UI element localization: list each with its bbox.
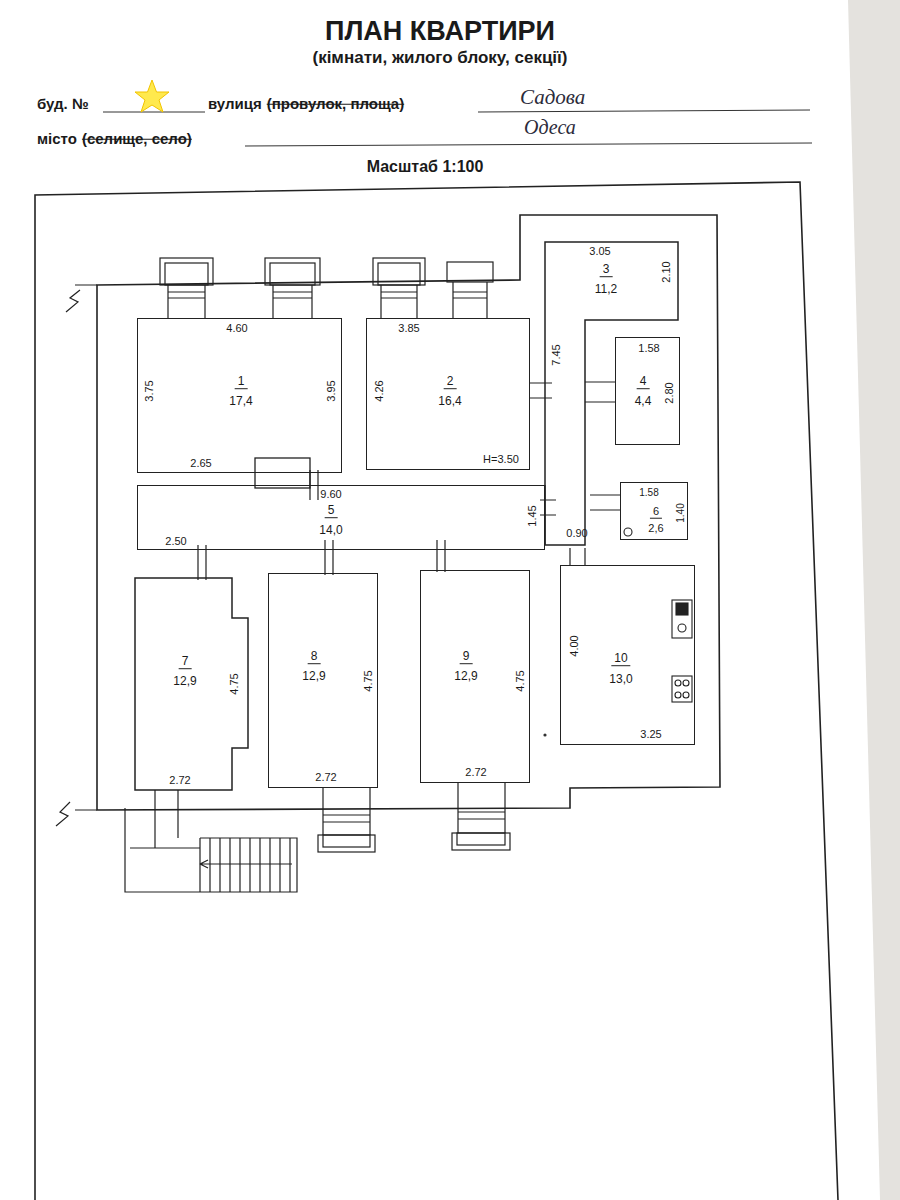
field-label: вулиця xyxy=(208,96,262,113)
windows-bottom xyxy=(318,783,510,852)
room-number: 4 xyxy=(637,375,650,389)
sheet-frame xyxy=(35,182,838,1200)
dimension: 3.25 xyxy=(640,729,661,741)
kitchen-fixtures xyxy=(672,600,692,702)
dimension: 2.72 xyxy=(465,767,486,779)
dimension: 1.58 xyxy=(639,488,658,499)
room-number: 2 xyxy=(444,375,457,389)
scale-note: Масштаб 1:100 xyxy=(367,158,484,176)
dimension: 1.40 xyxy=(676,503,687,522)
field-option: (селище, село) xyxy=(82,131,192,148)
room-box: 3 11,2 3.05 2.10 7.45 xyxy=(545,242,678,545)
room-number: 10 xyxy=(611,652,630,666)
dimension: 2.72 xyxy=(169,775,190,787)
paper-edge xyxy=(848,0,900,1200)
handwritten-entry: Садова xyxy=(520,86,585,109)
room-number: 6 xyxy=(650,506,662,519)
room-box: 5 14,0 9.60 2.50 1.45 xyxy=(137,485,545,550)
room-area: 12,9 xyxy=(173,675,196,688)
room-area: 11,2 xyxy=(595,283,617,296)
fill-line xyxy=(245,143,812,146)
dimension: 3.95 xyxy=(326,380,338,401)
dimension: 4.60 xyxy=(226,323,247,335)
plan-title: ПЛАН КВАРТИРИ xyxy=(325,17,555,47)
dot xyxy=(543,733,546,736)
dimension: 4.00 xyxy=(569,635,581,656)
room-number: 1 xyxy=(235,375,248,389)
dimension: 2.72 xyxy=(315,772,336,784)
room-area: 2,6 xyxy=(648,523,663,535)
dimension: 3.85 xyxy=(398,323,419,335)
room-outline-shape xyxy=(545,242,678,545)
chimney xyxy=(255,458,310,488)
dimension: 2.10 xyxy=(661,261,673,282)
dimension: 1.58 xyxy=(638,343,659,355)
room-area: 14,0 xyxy=(319,524,342,537)
room-box: 4 4,4 1.58 2.80 xyxy=(615,337,680,445)
redaction-star xyxy=(135,80,169,112)
windows-top xyxy=(160,258,493,318)
room-area: 17,4 xyxy=(229,395,252,408)
room-box: 10 13,0 4.00 3.25 xyxy=(560,565,695,745)
dimension: 3.05 xyxy=(589,246,610,258)
field-option: (провулок, площа) xyxy=(267,96,404,113)
field-label: буд. № xyxy=(37,96,89,113)
room-area: 4,4 xyxy=(635,395,652,408)
break-mark xyxy=(56,802,97,826)
room-box: 2 16,4 3.85 4.26Н=3.50 xyxy=(366,318,530,470)
break-mark xyxy=(66,285,97,312)
dimension: 4.26 xyxy=(374,380,386,401)
dimension: 7.45 xyxy=(551,344,563,365)
dimension: 1.45 xyxy=(527,505,539,526)
dimension: 4.75 xyxy=(363,670,375,691)
room-area: 16,4 xyxy=(438,395,461,408)
dimension: 2.80 xyxy=(664,382,676,403)
room-box: 8 12,9 4.75 2.72 xyxy=(268,573,378,788)
dimension: Н=3.50 xyxy=(483,454,519,466)
bathroom-fixtures xyxy=(624,528,632,536)
room-number: 7 xyxy=(179,655,192,669)
stairs xyxy=(125,790,297,892)
room-box: 7 12,9 4.75 2.72 xyxy=(135,578,248,790)
outer-wall xyxy=(97,215,720,810)
room-number: 8 xyxy=(308,650,321,664)
fill-line xyxy=(103,112,205,113)
room-box: 6 2,6 1.58 1.40 xyxy=(620,482,688,540)
room-number: 9 xyxy=(460,650,473,664)
room-area: 13,0 xyxy=(609,673,632,686)
fill-line xyxy=(478,110,810,112)
handwritten-entry: Одеса xyxy=(524,116,576,138)
room-outline-shape xyxy=(135,578,248,790)
room-area: 12,9 xyxy=(302,670,325,683)
subtitle: (кімнати, жилого блоку, секції) xyxy=(312,49,567,68)
room-box: 9 12,9 4.75 2.72 xyxy=(420,570,530,783)
dimension: 2.65 xyxy=(190,458,211,470)
dimension: 4.75 xyxy=(515,670,527,691)
dimension: 9.60 xyxy=(320,489,341,501)
room-number: 3 xyxy=(600,263,613,277)
dimension: 4.75 xyxy=(229,673,241,694)
dimension: 3.75 xyxy=(144,380,156,401)
room-area: 12,9 xyxy=(454,670,477,683)
field-label: місто xyxy=(37,131,77,148)
room-box: 1 17,4 4.60 3.75 3.95 2.65 xyxy=(137,318,342,473)
dimension: 2.50 xyxy=(165,536,186,548)
door-marks xyxy=(198,382,620,580)
room-number: 5 xyxy=(325,504,338,518)
